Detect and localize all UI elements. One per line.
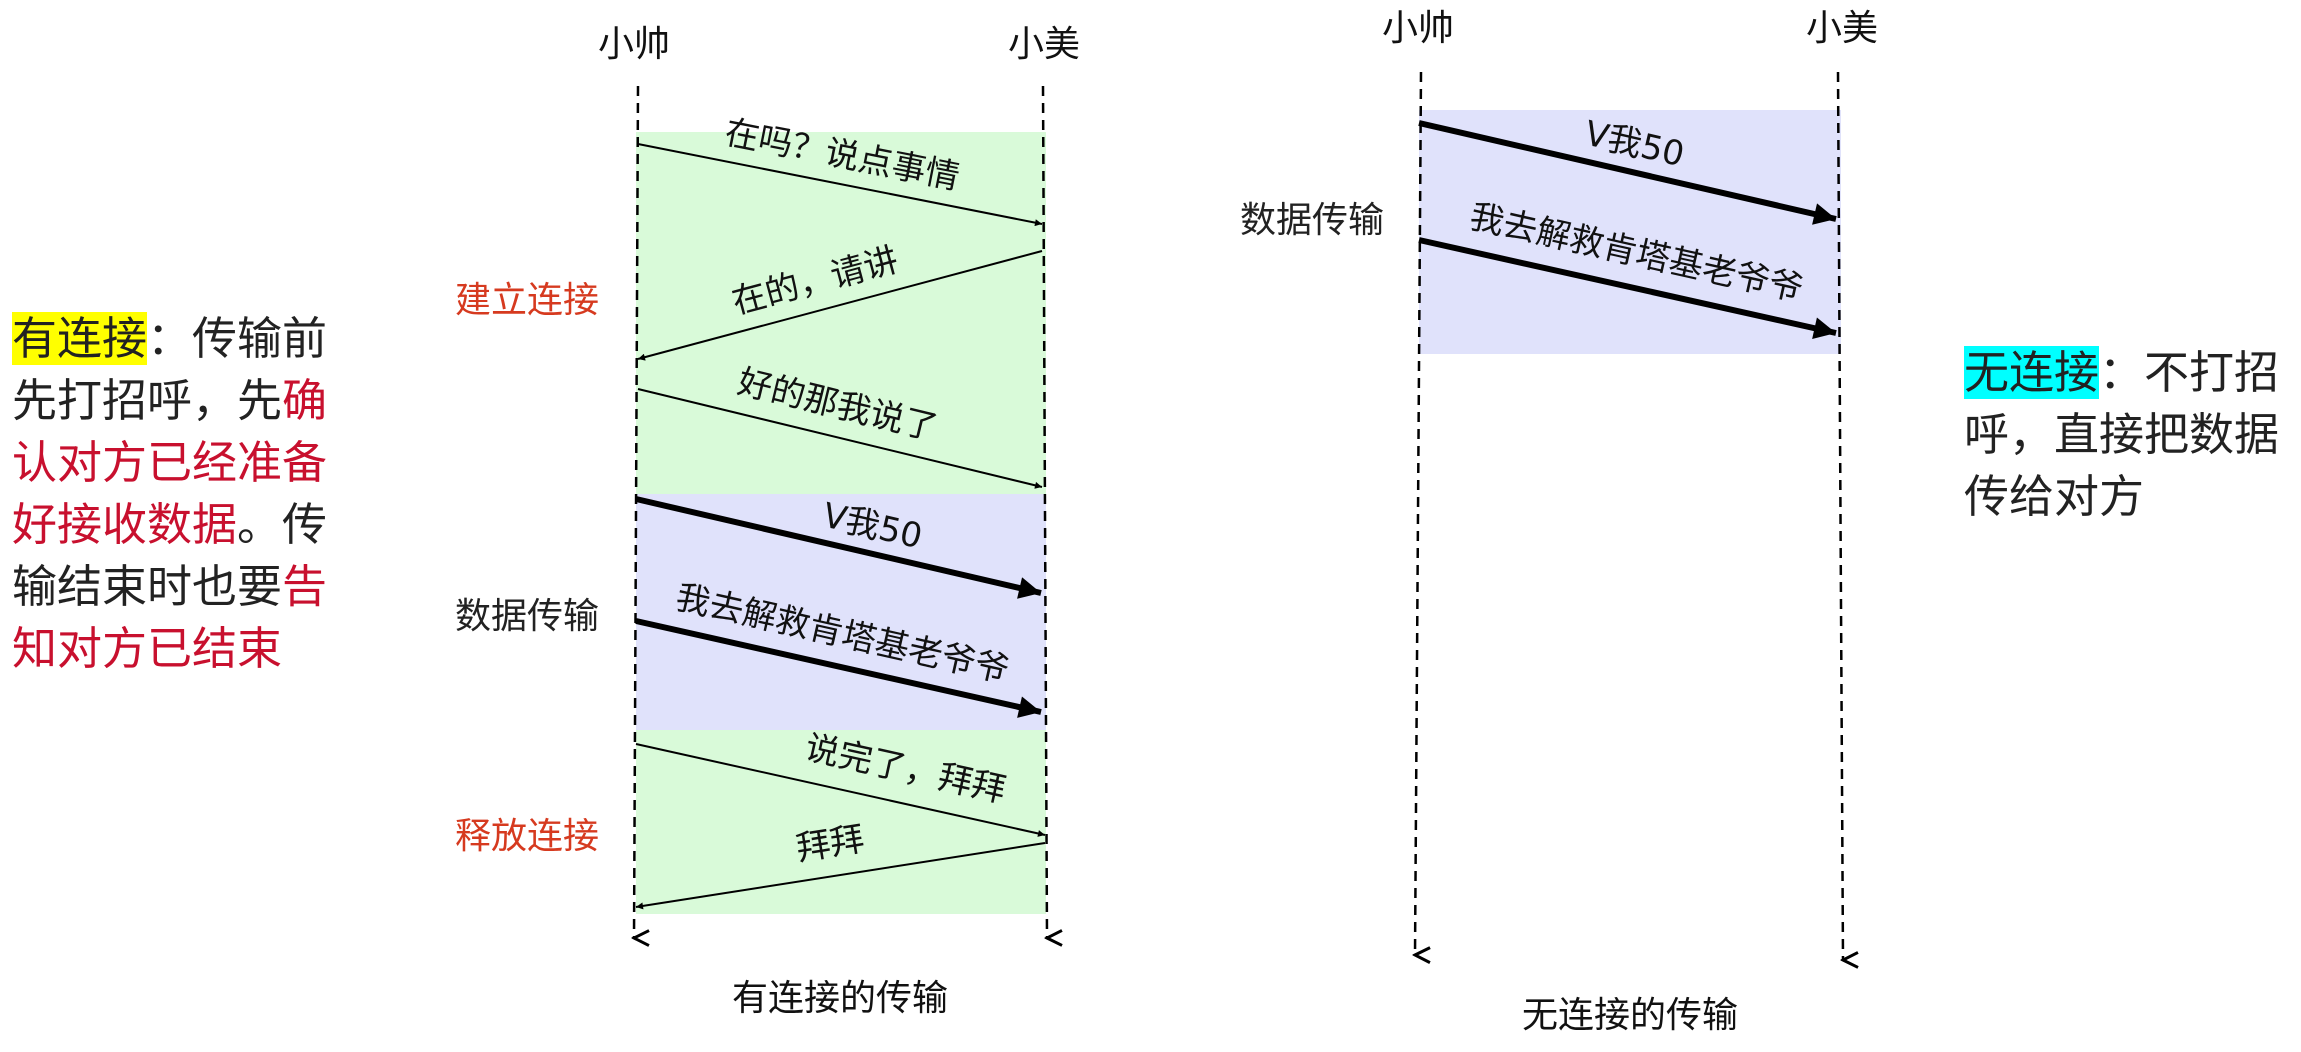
sender-lifeline — [634, 85, 638, 938]
message-arrow — [1418, 237, 1837, 339]
connected-diagram: 小帅 小美 建立连接 数据传输 释放连接 在吗？说点事情 在的，请讲 好的那我说… — [455, 24, 1080, 1019]
connected-description: 有连接：传输前 先打招呼，先确 认对方已经准备 好接收数据。传 输结束时也要告 … — [12, 308, 352, 680]
emphasis-text: 好接收数据 — [12, 498, 238, 551]
sender-label: 小帅 — [1382, 8, 1454, 49]
description-line: 知对方已结束 — [12, 618, 352, 680]
phase-label-setup: 建立连接 — [455, 280, 599, 321]
emphasis-text: 知对方已结束 — [12, 622, 283, 675]
message-arrow — [635, 842, 1046, 910]
data-phase-band — [636, 494, 1046, 730]
receiver-lifeline — [1836, 71, 1843, 960]
receiver-label: 小美 — [1806, 8, 1878, 49]
connectionless-diagram: 小帅 小美 数据传输 V我50 我去解救肯塔基老爷爷 无连接的传输 — [1240, 8, 1878, 1036]
connectionless-description: 无连接：不打招 呼，直接把数据 传给对方 — [1964, 342, 2294, 528]
term-connected: 有连接 — [12, 312, 148, 365]
description-line: 无连接：不打招 — [1964, 342, 2294, 404]
description-text: 。传 — [237, 498, 328, 551]
receiver-label: 小美 — [1008, 24, 1080, 65]
description-text: 先打招呼，先 — [12, 374, 283, 427]
message-arrow — [635, 496, 1042, 599]
description-line: 有连接：传输前 — [12, 308, 352, 370]
setup-phase-band — [636, 132, 1046, 494]
diagram-caption: 有连接的传输 — [732, 978, 948, 1019]
description-text: 传给对方 — [1964, 470, 2145, 523]
description-line: 先打招呼，先确 — [12, 370, 352, 432]
emphasis-text: 认对方已经准备 — [12, 436, 328, 489]
description-line: 传给对方 — [1964, 466, 2294, 528]
message-arrow — [635, 618, 1042, 718]
message-arrow — [637, 143, 1043, 227]
emphasis-text: 确 — [282, 374, 328, 427]
phase-label-release: 释放连接 — [455, 816, 599, 857]
diagram-caption: 无连接的传输 — [1522, 995, 1738, 1036]
description-line: 好接收数据。传 — [12, 494, 352, 556]
phase-label-data: 数据传输 — [455, 596, 599, 637]
sender-label: 小帅 — [598, 24, 670, 65]
receiver-lifeline — [1041, 85, 1047, 938]
message-arrow — [637, 250, 1043, 361]
release-phase-band — [636, 730, 1046, 914]
emphasis-text: 告 — [282, 560, 328, 613]
sender-lifeline — [1415, 71, 1421, 955]
phase-label-data: 数据传输 — [1240, 200, 1384, 241]
message-arrow — [1418, 120, 1837, 225]
description-line: 呼，直接把数据 — [1964, 404, 2294, 466]
description-line: 认对方已经准备 — [12, 432, 352, 494]
message-arrow — [637, 388, 1043, 489]
description-text: 输结束时也要 — [12, 560, 283, 613]
description-line: 输结束时也要告 — [12, 556, 352, 618]
description-text: ：不打招 — [2099, 346, 2280, 399]
message-arrow — [635, 743, 1046, 837]
description-text: 呼，直接把数据 — [1964, 408, 2280, 461]
data-phase-band — [1419, 110, 1841, 354]
description-text: ：传输前 — [147, 312, 328, 365]
term-connectionless: 无连接 — [1964, 346, 2100, 399]
